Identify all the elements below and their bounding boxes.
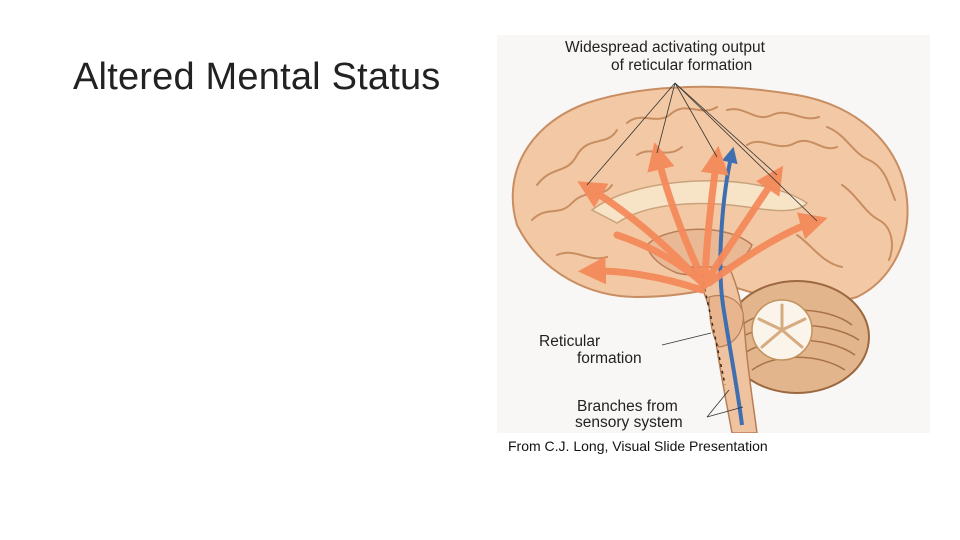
label-reticular-line1: Reticular — [539, 333, 600, 350]
brain-reticular-formation-figure: Widespread activating output of reticula… — [497, 35, 930, 433]
label-reticular-line2: formation — [577, 350, 642, 367]
label-branches-line2: sensory system — [575, 414, 683, 431]
label-widespread-line1: Widespread activating output — [565, 39, 766, 56]
brain-diagram: Widespread activating output of reticula… — [497, 35, 930, 433]
slide-title: Altered Mental Status — [73, 56, 441, 99]
label-branches-line1: Branches from — [577, 398, 678, 415]
figure-caption: From C.J. Long, Visual Slide Presentatio… — [508, 438, 768, 454]
label-widespread-line2: of reticular formation — [611, 57, 752, 74]
